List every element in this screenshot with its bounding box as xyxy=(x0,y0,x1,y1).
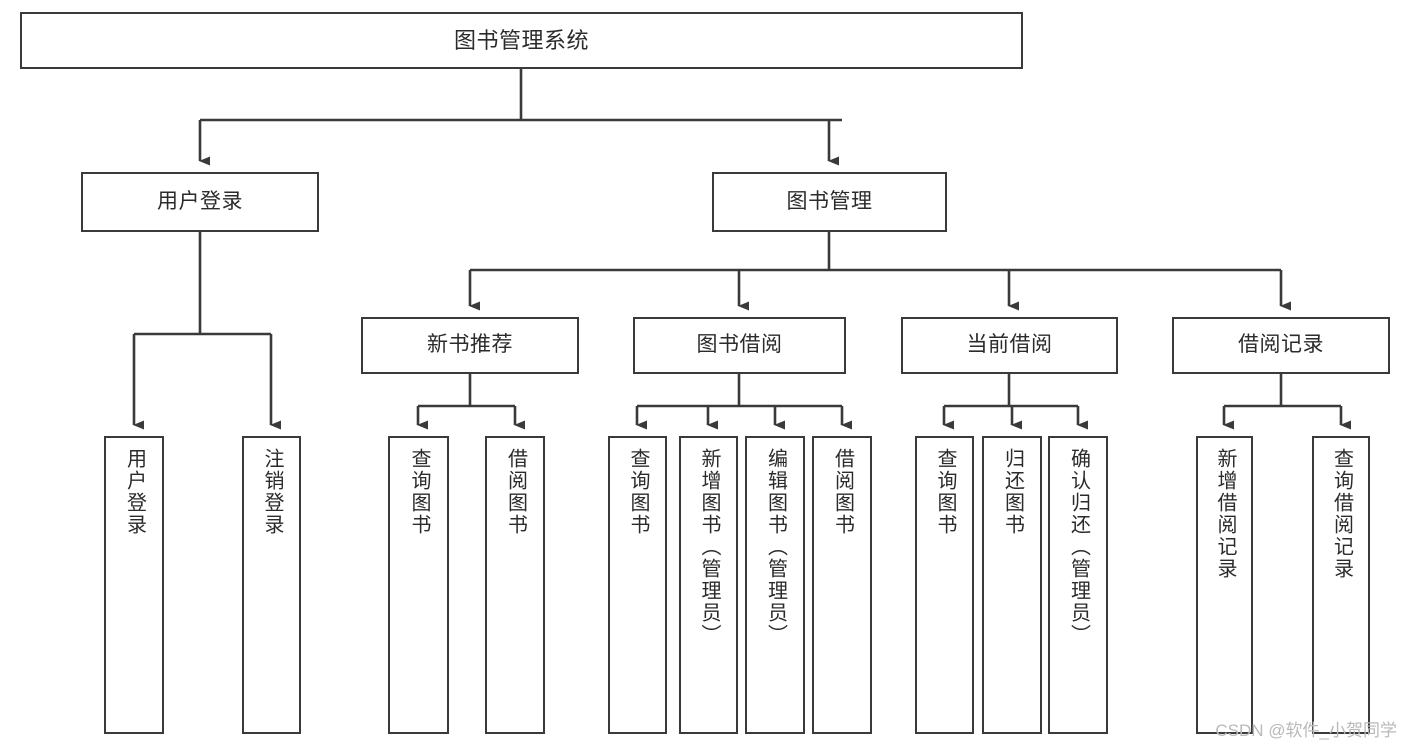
node-label: 查询借阅记录 xyxy=(1330,448,1353,580)
node-label: 借阅记录 xyxy=(1238,333,1324,357)
leaf-query-book-1[interactable]: 查询图书 xyxy=(388,436,449,734)
node-root-system[interactable]: 图书管理系统 xyxy=(20,12,1023,69)
node-label: 编辑图书（管理员） xyxy=(764,448,787,646)
node-label: 新增图书（管理员） xyxy=(698,448,720,646)
leaf-borrow-book-2[interactable]: 借阅图书 xyxy=(812,436,872,734)
node-current-loan[interactable]: 当前借阅 xyxy=(901,317,1118,374)
node-label: 图书管理 xyxy=(786,189,873,213)
node-label: 查询图书 xyxy=(934,448,956,536)
leaf-add-loan-record[interactable]: 新增借阅记录 xyxy=(1196,436,1253,734)
leaf-confirm-return-admin[interactable]: 确认归还（管理员） xyxy=(1048,436,1108,734)
leaf-query-book-3[interactable]: 查询图书 xyxy=(915,436,974,734)
node-label: 借阅图书 xyxy=(504,448,527,536)
leaf-borrow-book-1[interactable]: 借阅图书 xyxy=(485,436,545,734)
leaf-edit-book-admin[interactable]: 编辑图书（管理员） xyxy=(745,436,805,734)
node-label: 确认归还（管理员） xyxy=(1067,448,1090,646)
leaf-query-loan-record[interactable]: 查询借阅记录 xyxy=(1312,436,1370,734)
watermark: CSDN @软件_小贺同学 xyxy=(1215,721,1397,740)
node-label: 归还图书 xyxy=(1001,448,1024,536)
leaf-add-book-admin[interactable]: 新增图书（管理员） xyxy=(679,436,738,734)
node-label: 查询图书 xyxy=(408,448,430,536)
node-label: 新书推荐 xyxy=(427,333,513,357)
leaf-user-login[interactable]: 用户登录 xyxy=(104,436,164,734)
node-label: 查询图书 xyxy=(627,448,649,536)
node-label: 当前借阅 xyxy=(966,333,1053,357)
node-book-borrow[interactable]: 图书借阅 xyxy=(633,317,846,374)
node-new-book-recommend[interactable]: 新书推荐 xyxy=(361,317,579,374)
node-book-management[interactable]: 图书管理 xyxy=(712,172,947,232)
node-label: 注销登录 xyxy=(261,448,283,536)
node-loan-record[interactable]: 借阅记录 xyxy=(1172,317,1390,374)
leaf-return-book[interactable]: 归还图书 xyxy=(982,436,1042,734)
node-label: 图书借阅 xyxy=(696,333,783,357)
node-label: 图书管理系统 xyxy=(453,27,589,53)
leaf-logout[interactable]: 注销登录 xyxy=(242,436,301,734)
node-label: 借阅图书 xyxy=(831,448,854,536)
node-label: 用户登录 xyxy=(157,189,243,213)
node-label: 新增借阅记录 xyxy=(1214,448,1236,580)
node-user-login[interactable]: 用户登录 xyxy=(81,172,319,232)
leaf-query-book-2[interactable]: 查询图书 xyxy=(608,436,667,734)
node-label: 用户登录 xyxy=(123,448,146,536)
